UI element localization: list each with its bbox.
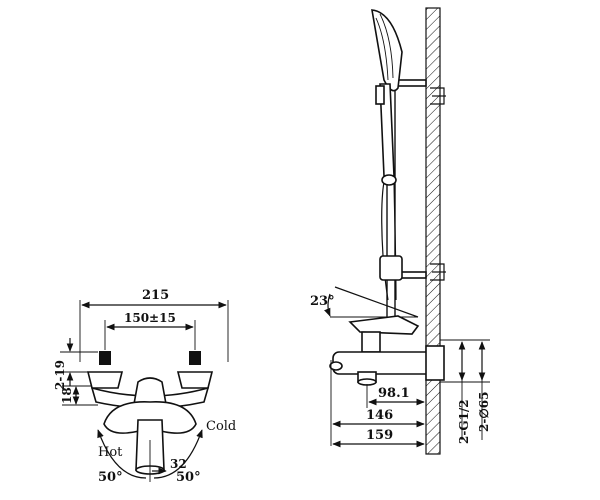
hot-inlet xyxy=(86,351,124,389)
cold-label: Cold xyxy=(206,419,236,434)
tilt-angle-label: 23° xyxy=(310,294,335,309)
dimension-tilt-angle: 23° xyxy=(310,286,419,318)
dimension-flange: 2-G1/2 2-∅65 xyxy=(440,339,491,444)
inlet-spacing-label: 150±15 xyxy=(124,311,176,325)
cold-inlet xyxy=(176,351,214,389)
side-view: 23° 2-G1/2 2-∅65 xyxy=(310,7,491,455)
dimension-overall-width: 215 xyxy=(79,288,229,362)
dimension-inlet-height: 2-19 xyxy=(53,338,98,390)
inlet-height-label: 2-19 xyxy=(53,360,67,390)
spout-reach-2-label: 146 xyxy=(366,408,393,423)
front-view: 215 150±15 2-19 18 xyxy=(53,288,236,485)
angle-right-label: 50° xyxy=(176,470,201,485)
flange-diameter-label: 2-∅65 xyxy=(477,392,491,432)
overall-width-label: 215 xyxy=(142,288,169,303)
dimension-depths: 98.1 146 159 xyxy=(330,360,427,448)
hot-label: Hot xyxy=(98,445,123,460)
angle-left-label: 50° xyxy=(98,470,123,485)
dimension-inlet-spacing: 150±15 xyxy=(104,311,196,350)
shower-hose xyxy=(381,174,397,301)
thread-label: 2-G1/2 xyxy=(457,399,471,444)
shower-head xyxy=(371,9,403,177)
dimension-spout-offset: 32 xyxy=(152,457,187,475)
spout-offset-label: 32 xyxy=(170,457,187,471)
spout-reach-1-label: 98.1 xyxy=(378,386,410,401)
mixer-body xyxy=(90,377,210,475)
body-height-label: 18 xyxy=(60,387,74,404)
holder-slider xyxy=(379,255,403,281)
total-depth-label: 159 xyxy=(366,428,393,443)
wall xyxy=(425,7,441,455)
mixer-body-side xyxy=(329,315,445,386)
rotation-indicator: Hot Cold 50° 50° xyxy=(97,419,236,485)
